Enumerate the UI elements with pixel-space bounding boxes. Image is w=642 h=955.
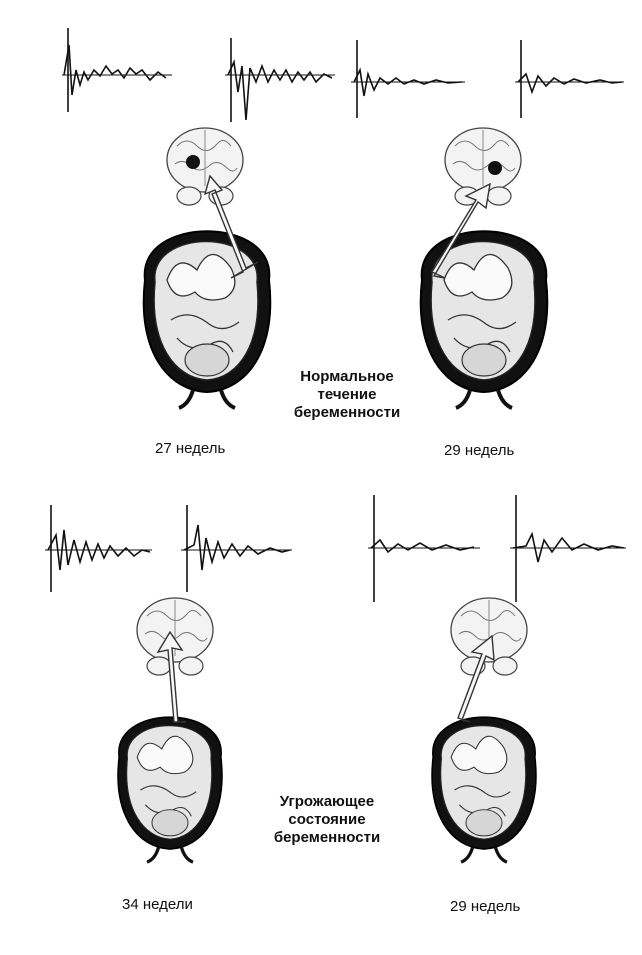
gestation-label: 34 недели xyxy=(122,896,193,913)
brain-illustration xyxy=(136,597,214,676)
caption-line: беременности xyxy=(293,404,401,421)
waveform-trace xyxy=(351,40,465,118)
gestation-label: 27 недель xyxy=(155,440,226,457)
fetus-in-uterus-illustration xyxy=(141,229,273,410)
fetus-in-uterus-illustration xyxy=(116,715,224,864)
waveform-trace xyxy=(515,40,624,118)
caption-line: Нормальное xyxy=(300,368,394,385)
bottom-caption: Угрожающее состояние беременности xyxy=(252,793,402,847)
caption-line: течение xyxy=(317,386,377,403)
top-caption: Нормальное течение беременности xyxy=(272,368,422,422)
caption-line: Угрожающее xyxy=(279,793,375,810)
brain-illustration xyxy=(444,127,522,206)
arrow-icon xyxy=(203,174,491,279)
caption-line: состояние xyxy=(288,811,366,828)
arrow-icon xyxy=(156,630,495,723)
fetus-in-uterus-illustration xyxy=(418,229,550,410)
fetus-in-uterus-illustration xyxy=(430,715,538,864)
brain-illustration xyxy=(450,597,528,676)
waveform-trace xyxy=(510,495,626,602)
caption-line: беременности xyxy=(273,829,381,846)
waveform-trace xyxy=(45,505,152,592)
waveform-trace xyxy=(225,38,335,122)
gestation-label: 29 недель xyxy=(444,442,515,459)
brain-illustration xyxy=(166,127,244,206)
waveform-trace xyxy=(181,505,292,592)
waveform-trace xyxy=(368,495,480,602)
waveform-trace xyxy=(62,28,172,112)
gestation-label: 29 недель xyxy=(450,898,521,915)
